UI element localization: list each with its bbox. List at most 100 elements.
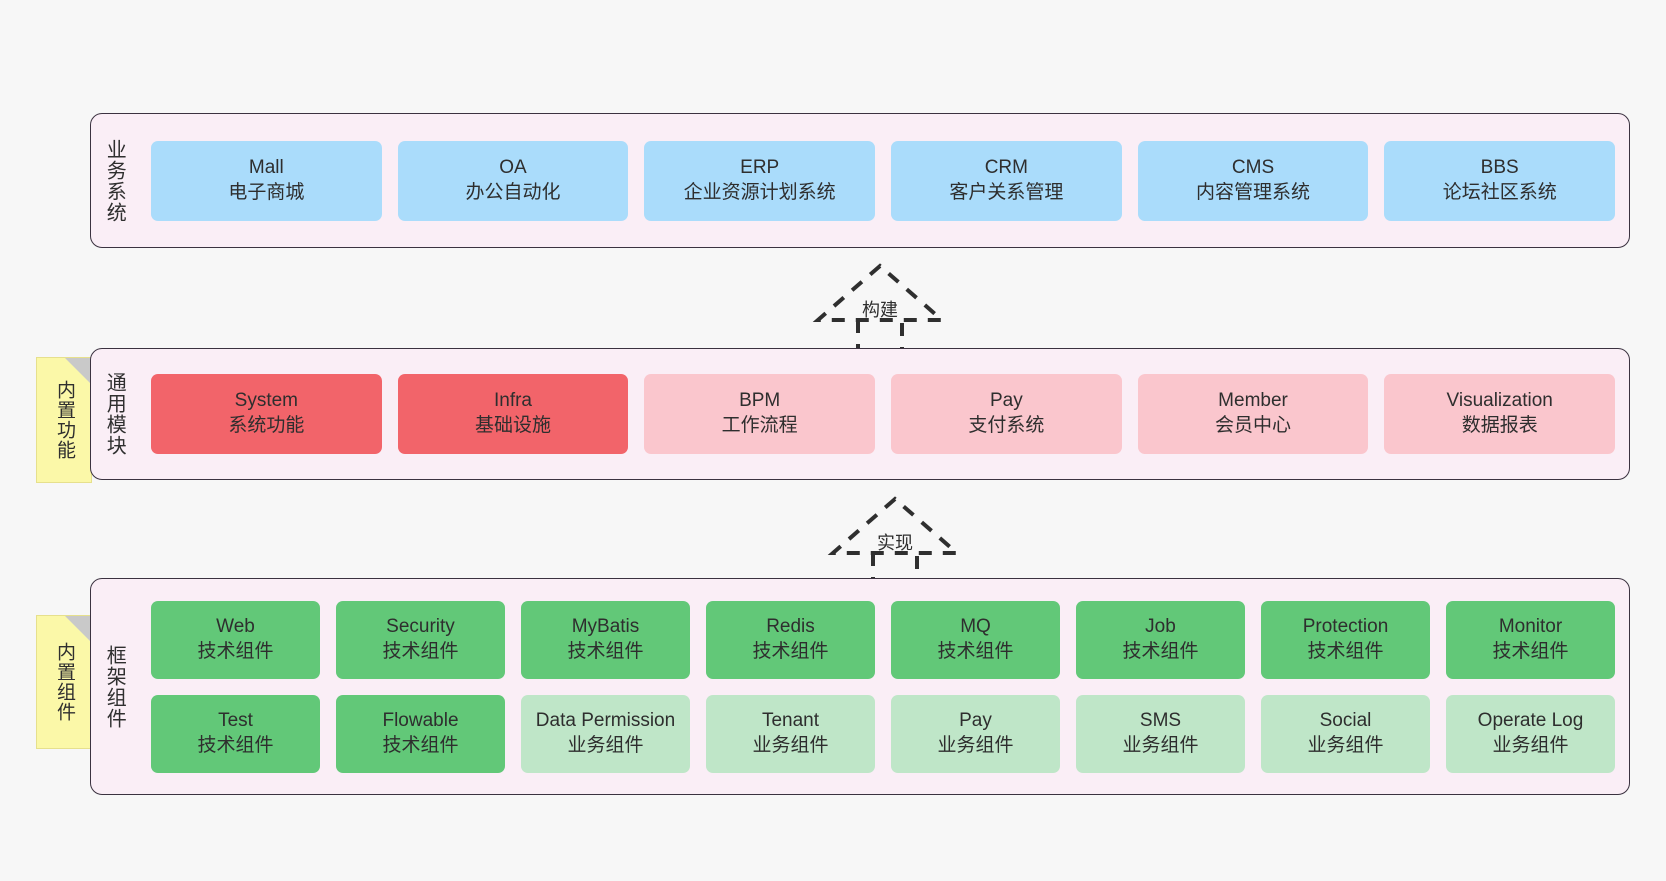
card-title-en: MyBatis bbox=[571, 615, 640, 637]
card-redis[interactable]: Redis 技术组件 bbox=[706, 600, 875, 679]
card-title-en: Operate Log bbox=[1477, 709, 1584, 731]
card-title-en: Data Permission bbox=[535, 709, 676, 731]
card-title-en: Pay bbox=[989, 390, 1023, 412]
card-row-tech: Web 技术组件 Security 技术组件 MyBatis 技术组件 Redi… bbox=[151, 600, 1615, 679]
layer-body-framework: Web 技术组件 Security 技术组件 MyBatis 技术组件 Redi… bbox=[137, 579, 1629, 794]
card-title-en: Tenant bbox=[761, 709, 820, 731]
card-title-en: Visualization bbox=[1446, 390, 1553, 412]
layer-common-modules: 通用模块 System 系统功能 Infra 基础设施 BPM 工作流程 Pay… bbox=[90, 348, 1630, 480]
card-title-en: Test bbox=[218, 709, 253, 731]
layer-framework-components: 框架组件 Web 技术组件 Security 技术组件 MyBatis 技术组件… bbox=[90, 578, 1630, 795]
card-title-en: BPM bbox=[739, 390, 781, 412]
card-title-cn: 基础设施 bbox=[475, 415, 552, 436]
card-title-cn: 业务组件 bbox=[752, 734, 829, 756]
card-title-en: System bbox=[234, 390, 299, 412]
card-member[interactable]: Member 会员中心 bbox=[1137, 374, 1369, 454]
card-protection[interactable]: Protection 技术组件 bbox=[1261, 600, 1430, 679]
card-title-cn: 论坛社区系统 bbox=[1442, 181, 1557, 203]
layer-body-common: System 系统功能 Infra 基础设施 BPM 工作流程 Pay 支付系统… bbox=[137, 349, 1629, 479]
layer-title-business: 业务系统 bbox=[103, 138, 126, 223]
card-title-en: OA bbox=[499, 156, 527, 178]
card-security[interactable]: Security 技术组件 bbox=[336, 600, 505, 679]
card-title-en: CRM bbox=[984, 156, 1028, 178]
card-title-cn: 企业资源计划系统 bbox=[683, 181, 836, 203]
layer-title-common: 通用模块 bbox=[103, 372, 126, 456]
card-visualization[interactable]: Visualization 数据报表 bbox=[1384, 374, 1616, 454]
card-monitor[interactable]: Monitor 技术组件 bbox=[1446, 600, 1615, 679]
card-sms[interactable]: SMS 业务组件 bbox=[1076, 694, 1245, 773]
card-title-en: Infra bbox=[493, 390, 533, 412]
card-crm[interactable]: CRM 客户关系管理 bbox=[891, 140, 1122, 221]
generalization-arrow-icon bbox=[827, 496, 963, 589]
card-title-cn: 业务组件 bbox=[1492, 734, 1569, 756]
card-web[interactable]: Web 技术组件 bbox=[151, 600, 320, 679]
note-fold-icon bbox=[65, 358, 91, 384]
card-title-cn: 技术组件 bbox=[752, 640, 829, 662]
card-operate-log[interactable]: Operate Log 业务组件 bbox=[1446, 694, 1615, 773]
card-title-en: Monitor bbox=[1498, 615, 1563, 637]
card-title-cn: 技术组件 bbox=[197, 734, 274, 756]
card-row-business: Test 技术组件 Flowable 技术组件 Data Permission … bbox=[151, 694, 1615, 773]
card-title-en: Mall bbox=[248, 156, 284, 178]
card-title-cn: 会员中心 bbox=[1215, 415, 1292, 436]
card-title-en: Social bbox=[1319, 709, 1372, 731]
card-erp[interactable]: ERP 企业资源计划系统 bbox=[644, 140, 876, 221]
layer-title-framework: 框架组件 bbox=[103, 644, 126, 729]
layer-business-systems: 业务系统 Mall 电子商城 OA 办公自动化 ERP 企业资源计划系统 CRM… bbox=[90, 113, 1630, 248]
card-mall[interactable]: Mall 电子商城 bbox=[151, 140, 382, 221]
card-title-cn: 支付系统 bbox=[968, 415, 1045, 436]
note-label: 内置功能 bbox=[54, 380, 76, 460]
connector-build: 构建 bbox=[800, 262, 960, 358]
note-fold-icon bbox=[65, 616, 91, 642]
generalization-arrow-icon bbox=[812, 263, 948, 356]
card-bbs[interactable]: BBS 论坛社区系统 bbox=[1384, 140, 1616, 221]
card-system[interactable]: System 系统功能 bbox=[151, 374, 382, 454]
card-title-cn: 业务组件 bbox=[567, 734, 644, 756]
card-row: System 系统功能 Infra 基础设施 BPM 工作流程 Pay 支付系统… bbox=[151, 374, 1616, 454]
card-flowable[interactable]: Flowable 技术组件 bbox=[336, 694, 505, 773]
card-title-en: CMS bbox=[1231, 156, 1275, 178]
card-title-cn: 数据报表 bbox=[1461, 415, 1538, 436]
card-cms[interactable]: CMS 内容管理系统 bbox=[1137, 140, 1369, 221]
card-row: Mall 电子商城 OA 办公自动化 ERP 企业资源计划系统 CRM 客户关系… bbox=[151, 140, 1616, 221]
card-mybatis[interactable]: MyBatis 技术组件 bbox=[521, 600, 690, 679]
card-title-en: MQ bbox=[960, 615, 991, 637]
card-title-en: Protection bbox=[1302, 615, 1389, 637]
card-title-cn: 技术组件 bbox=[1492, 640, 1569, 662]
card-title-en: Redis bbox=[766, 615, 815, 637]
card-title-cn: 技术组件 bbox=[382, 640, 459, 662]
card-title-en: Web bbox=[216, 615, 255, 637]
note-builtin-function: 内置功能 bbox=[36, 357, 92, 483]
card-title-cn: 电子商城 bbox=[228, 181, 305, 203]
card-data-permission[interactable]: Data Permission 业务组件 bbox=[521, 694, 690, 773]
card-title-cn: 办公自动化 bbox=[465, 181, 561, 203]
card-mq[interactable]: MQ 技术组件 bbox=[891, 600, 1060, 679]
note-label: 内置组件 bbox=[54, 642, 76, 722]
card-tenant[interactable]: Tenant 业务组件 bbox=[706, 694, 875, 773]
card-title-cn: 技术组件 bbox=[1122, 640, 1199, 662]
note-builtin-component: 内置组件 bbox=[36, 615, 92, 749]
card-title-en: BBS bbox=[1480, 156, 1519, 178]
card-title-cn: 业务组件 bbox=[1122, 734, 1199, 756]
card-title-en: Pay bbox=[959, 709, 992, 731]
card-title-en: Job bbox=[1145, 615, 1176, 637]
card-title-cn: 技术组件 bbox=[382, 734, 459, 756]
card-title-en: ERP bbox=[740, 156, 780, 178]
card-pay-component[interactable]: Pay 业务组件 bbox=[891, 694, 1060, 773]
card-title-cn: 业务组件 bbox=[1307, 734, 1384, 756]
card-title-cn: 工作流程 bbox=[721, 415, 798, 436]
card-infra[interactable]: Infra 基础设施 bbox=[397, 374, 629, 454]
card-title-cn: 技术组件 bbox=[937, 640, 1014, 662]
card-pay-module[interactable]: Pay 支付系统 bbox=[891, 374, 1122, 454]
card-bpm[interactable]: BPM 工作流程 bbox=[644, 374, 876, 454]
card-title-cn: 技术组件 bbox=[1307, 640, 1384, 662]
card-title-cn: 技术组件 bbox=[197, 640, 274, 662]
card-oa[interactable]: OA 办公自动化 bbox=[397, 140, 629, 221]
card-social[interactable]: Social 业务组件 bbox=[1261, 694, 1430, 773]
card-title-en: SMS bbox=[1139, 709, 1182, 731]
card-job[interactable]: Job 技术组件 bbox=[1076, 600, 1245, 679]
card-test[interactable]: Test 技术组件 bbox=[151, 694, 320, 773]
card-title-cn: 客户关系管理 bbox=[949, 181, 1064, 203]
card-title-cn: 业务组件 bbox=[937, 734, 1014, 756]
